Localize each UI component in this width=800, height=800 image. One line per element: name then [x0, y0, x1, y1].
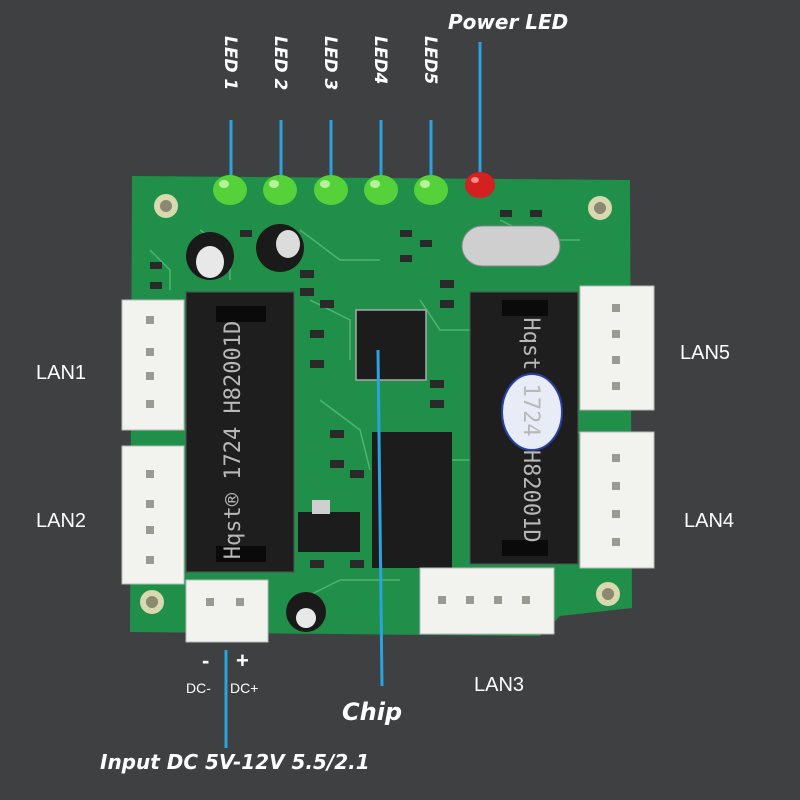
voltage-regulator: [298, 512, 360, 552]
pointer-lines-front: [224, 349, 384, 748]
connector-pins: [146, 304, 620, 606]
plus-sign: +: [236, 648, 249, 673]
pcb-board: [121, 172, 655, 643]
led2-label: LED 2: [270, 36, 290, 91]
led3: [314, 175, 348, 205]
transformer-left: [185, 291, 295, 573]
led5: [414, 175, 448, 205]
power-led-label: Power LED: [448, 10, 569, 34]
input-dc-label: Input DC 5V-12V 5.5/2.1: [100, 750, 370, 774]
transformer-right-marking: Hqst 1724 H82001D: [518, 317, 543, 542]
pointer-lines: [229, 42, 482, 178]
led3-label: LED 3: [320, 36, 340, 91]
chip-pointer-line: [376, 349, 384, 687]
transformer-left-marking: Hqst® 1724 H82001D: [221, 321, 246, 559]
chip-label: Chip: [342, 698, 403, 726]
led4: [364, 175, 398, 205]
lan3-label: LAN3: [474, 674, 525, 696]
led5-label: LED5: [420, 36, 440, 85]
power-led: [465, 172, 495, 198]
dc-connector: [185, 579, 269, 643]
led1: [213, 175, 247, 205]
transformer-right: [469, 291, 579, 565]
mounting-holes: [140, 194, 620, 614]
status-leds: [213, 172, 495, 205]
led1-label: LED 1: [220, 36, 240, 91]
led4-label: LED4: [370, 36, 390, 85]
secondary-chip: [372, 432, 452, 568]
led2: [263, 175, 297, 205]
dc-plus-label: DC+: [230, 680, 259, 696]
lan4-label: LAN4: [684, 510, 735, 532]
lan1-label: LAN1: [36, 362, 87, 384]
crystal-oscillator: [461, 225, 561, 267]
dc-minus-label: DC-: [186, 680, 211, 696]
main-chip: [355, 309, 427, 381]
minus-sign: -: [202, 648, 210, 673]
lan5-label: LAN5: [680, 342, 731, 364]
lan4-connector: [579, 431, 655, 569]
lan3-connector: [419, 567, 555, 635]
smd-components: [150, 210, 542, 592]
qc-sticker: [501, 373, 563, 451]
lan2-label: LAN2: [36, 510, 87, 532]
